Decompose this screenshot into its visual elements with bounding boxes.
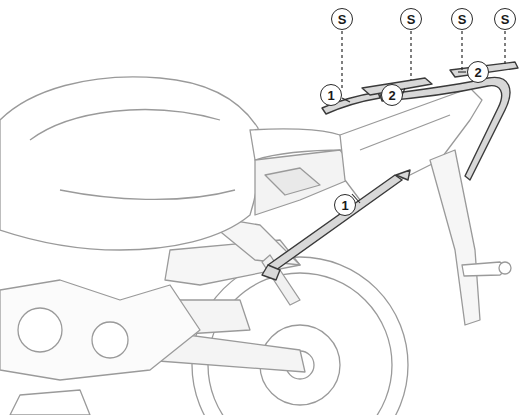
screw-callout: S (400, 8, 422, 30)
screw-callout: S (494, 8, 516, 30)
callout-text: 1 (327, 89, 334, 102)
callout-number: 2 (467, 61, 489, 83)
screw-callout: S (451, 8, 473, 30)
callout-number: 2 (381, 84, 403, 106)
callout-text: S (338, 13, 347, 26)
callout-text: S (407, 13, 416, 26)
callout-number: 1 (320, 84, 342, 106)
screw-callout: S (331, 8, 353, 30)
callout-text: 2 (388, 89, 395, 102)
callout-number: 1 (334, 194, 356, 216)
callout-text: 1 (341, 199, 348, 212)
callout-text: 2 (474, 66, 481, 79)
callout-text: S (458, 13, 467, 26)
callout-text: S (501, 13, 510, 26)
